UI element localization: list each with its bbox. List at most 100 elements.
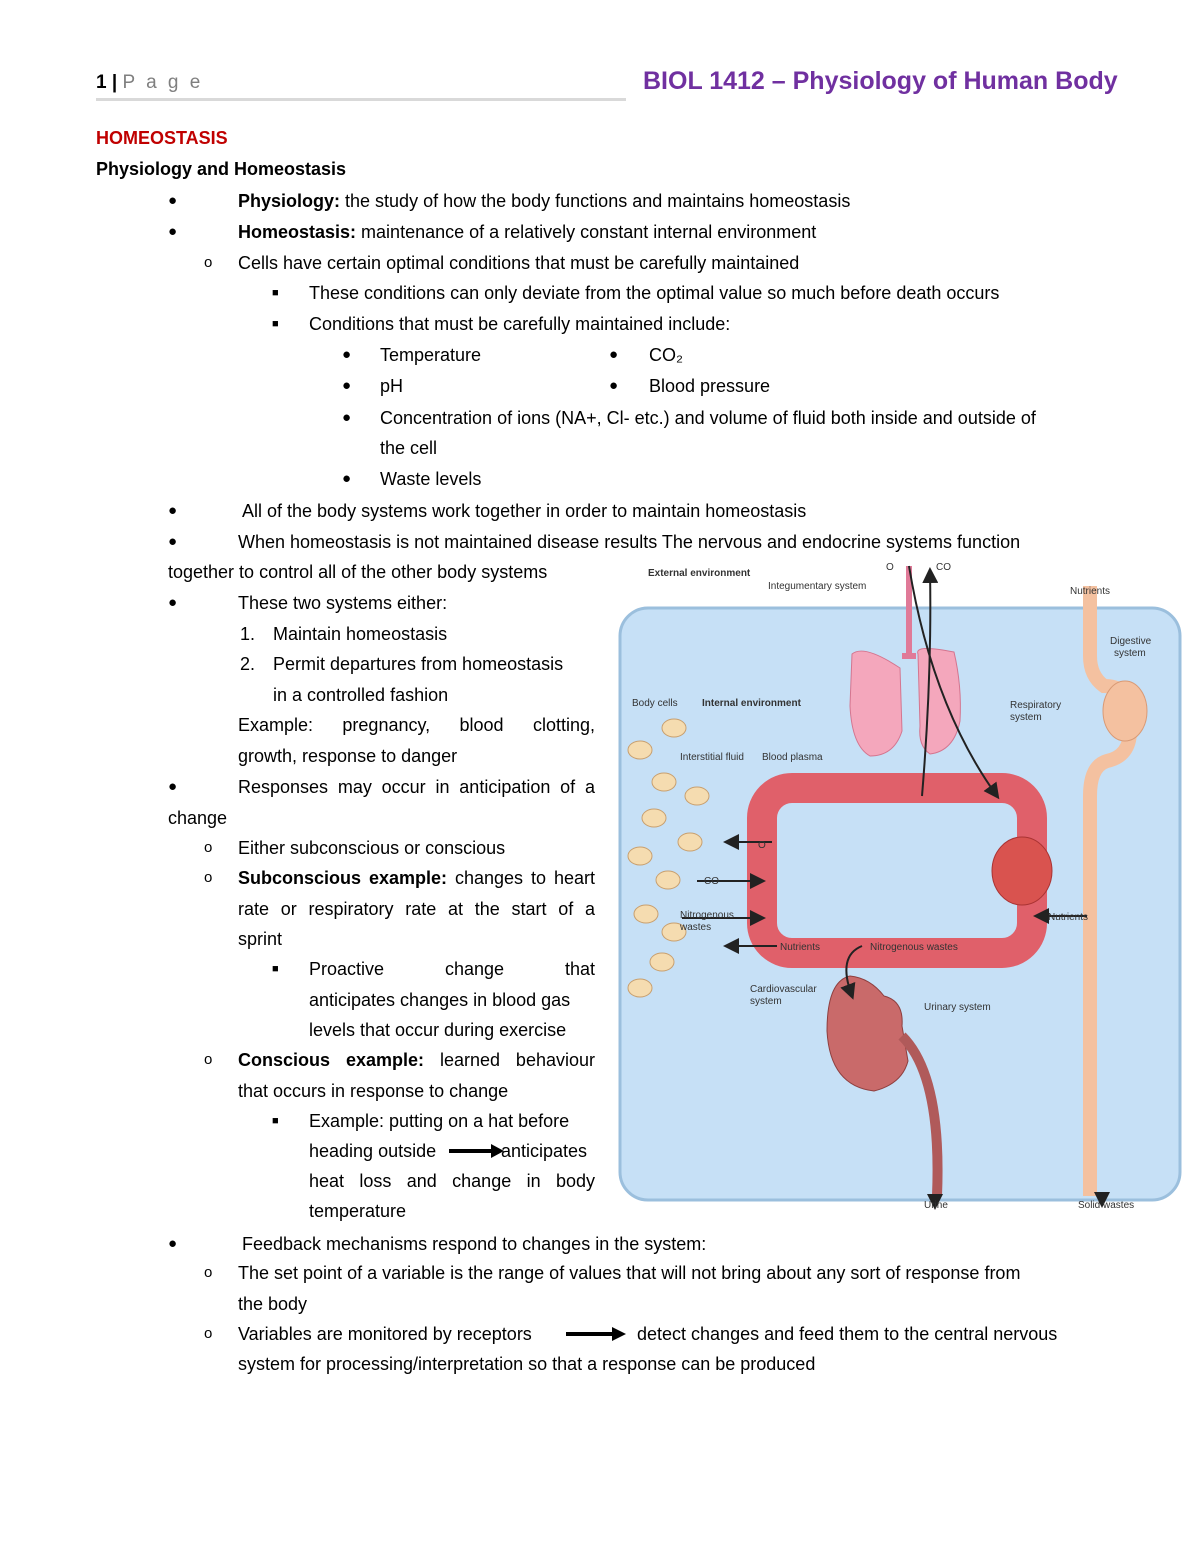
sub-bullet-set-point-cont: the body xyxy=(238,1294,308,1314)
page-number: 1 xyxy=(96,72,107,93)
label-respiratory-1: Respiratory xyxy=(1010,700,1061,711)
square-bullet: ■ xyxy=(272,1115,279,1127)
bullet-homeostasis: Homeostasis: maintenance of a relatively… xyxy=(238,222,817,242)
bullet-dot: ● xyxy=(168,1235,178,1252)
bullet-dot: ● xyxy=(342,377,352,394)
page-number-header: 1 | P a g e xyxy=(96,72,203,94)
sub-bullet-either: Either subconscious or conscious xyxy=(238,838,506,858)
sub-bullet-subconscious-l2: rate or respiratory rate at the start of… xyxy=(238,899,595,919)
bullet-disease: When homeostasis is not maintained disea… xyxy=(238,532,1021,552)
sub-bullet-receptors: Variables are monitored by receptors xyxy=(238,1324,532,1344)
proactive-line-3: levels that occur during exercise xyxy=(309,1020,567,1040)
section-heading: HOMEOSTASIS xyxy=(96,128,228,148)
stomach xyxy=(1102,680,1148,742)
sub-bullet-circle: o xyxy=(204,869,213,886)
bullet-dot: ● xyxy=(168,223,178,240)
bullet-dot: ● xyxy=(609,346,619,363)
condition-ph: pH xyxy=(380,376,404,396)
proactive-line-1: Proactive change that xyxy=(309,959,595,979)
bullet-feedback: Feedback mechanisms respond to changes i… xyxy=(242,1234,707,1254)
label-cardio-2: system xyxy=(750,996,782,1007)
proactive-line-2: anticipates changes in blood gas xyxy=(309,990,571,1010)
sub-bullet-receptors-cont: system for processing/interpretation so … xyxy=(238,1354,816,1374)
sub-bullet-receptors-b: detect changes and feed them to the cent… xyxy=(637,1324,1058,1344)
label-external: External environment xyxy=(648,568,751,579)
label-co2-top: CO xyxy=(936,562,951,573)
header-rule xyxy=(96,98,626,101)
bullet-body-systems: All of the body systems work together in… xyxy=(242,501,807,521)
label-o2-top: O xyxy=(886,562,894,573)
sub-bullet-circle: o xyxy=(204,1051,213,1068)
label-nitro-2: wastes xyxy=(679,922,711,933)
bullet-dot: ● xyxy=(168,778,178,795)
label-digestive-1: Digestive xyxy=(1110,636,1152,647)
numbered-2-num: 2. xyxy=(240,654,256,674)
sub-bullet-conscious: Conscious example: learned behaviour xyxy=(238,1050,595,1070)
sub-bullet-circle: o xyxy=(204,254,213,271)
label-solid: Solid wastes xyxy=(1078,1200,1134,1211)
bullet-anticipation: Responses may occur in anticipation of a xyxy=(238,777,595,797)
homeostasis-diagram: External environment O CO Integumentary … xyxy=(618,562,1182,1211)
label-co2: CO xyxy=(704,876,719,887)
condition-temperature: Temperature xyxy=(380,345,482,365)
bullet-disease-cont: together to control all of the other bod… xyxy=(168,562,548,582)
square-bullet: ■ xyxy=(272,287,279,299)
bullet-two-systems: These two systems either: xyxy=(238,593,448,613)
condition-ions-cont: the cell xyxy=(380,438,438,458)
label-nitro-1: Nitrogenous xyxy=(680,910,734,921)
condition-waste: Waste levels xyxy=(380,469,482,489)
arrow-icon xyxy=(566,1327,626,1341)
ureter xyxy=(898,1032,943,1197)
sub-bullet-subconscious-l3: sprint xyxy=(238,929,283,949)
label-integumentary: Integumentary system xyxy=(768,581,866,592)
example-line-2: growth, response to danger xyxy=(238,746,458,766)
bullet-dot: ● xyxy=(609,377,619,394)
internal-environment-box xyxy=(618,606,1182,1202)
bullet-dot: ● xyxy=(168,192,178,209)
numbered-2-cont: in a controlled fashion xyxy=(273,685,449,705)
course-title: BIOL 1412 – Physiology of Human Body xyxy=(643,67,1118,95)
arrow-icon xyxy=(449,1144,504,1158)
kidney xyxy=(826,975,909,1092)
sub-bullet-circle: o xyxy=(204,839,213,856)
hat-example-line-2b: anticipates xyxy=(501,1141,588,1161)
label-cardio-1: Cardiovascular xyxy=(750,984,817,995)
bullet-dot: ● xyxy=(168,502,178,519)
right-lung xyxy=(917,648,961,755)
label-o2: O xyxy=(758,840,766,851)
label-interstitial: Interstitial fluid xyxy=(680,752,744,763)
label-nitro-wastes: Nitrogenous wastes xyxy=(870,942,958,953)
body-cells xyxy=(627,718,710,998)
page-word: P a g e xyxy=(122,72,204,93)
trachea xyxy=(902,566,916,659)
label-nutrients-right: Nutrients xyxy=(1048,912,1088,923)
left-lung xyxy=(849,650,903,757)
sub-bullet-conscious-l2: that occurs in response to change xyxy=(238,1081,509,1101)
bullet-dot: ● xyxy=(342,409,352,426)
subsection-heading: Physiology and Homeostasis xyxy=(96,159,347,179)
label-digestive-2: system xyxy=(1114,648,1146,659)
label-nutrients-top: Nutrients xyxy=(1070,586,1110,597)
sub-bullet-circle: o xyxy=(204,1264,213,1281)
bullet-dot: ● xyxy=(342,346,352,363)
example-line-1: Example: pregnancy, blood clotting, xyxy=(238,715,595,735)
hat-example-line-4: temperature xyxy=(309,1201,407,1221)
label-respiratory-2: system xyxy=(1010,712,1042,723)
heart xyxy=(991,836,1053,906)
label-urine: Urine xyxy=(924,1200,948,1211)
sub-bullet-cells: Cells have certain optimal conditions th… xyxy=(238,253,800,273)
sub-bullet-set-point: The set point of a variable is the range… xyxy=(238,1263,1021,1283)
bullet-dot: ● xyxy=(168,533,178,550)
bullet-dot: ● xyxy=(342,470,352,487)
hat-example-line-3: heat loss and change in body xyxy=(309,1171,595,1191)
label-urinary: Urinary system xyxy=(924,1002,991,1013)
sub-bullet-subconscious: Subconscious example: changes to heart xyxy=(238,868,595,888)
label-internal: Internal environment xyxy=(702,698,802,709)
numbered-1-text: Maintain homeostasis xyxy=(273,624,448,644)
condition-ions: Concentration of ions (NA+, Cl- etc.) an… xyxy=(380,408,1036,428)
condition-blood-pressure: Blood pressure xyxy=(649,376,771,396)
label-plasma: Blood plasma xyxy=(762,752,823,763)
square-bullet: ■ xyxy=(272,963,279,975)
condition-co2: CO₂ xyxy=(649,345,683,365)
bullet-anticipation-cont: change xyxy=(168,808,228,828)
